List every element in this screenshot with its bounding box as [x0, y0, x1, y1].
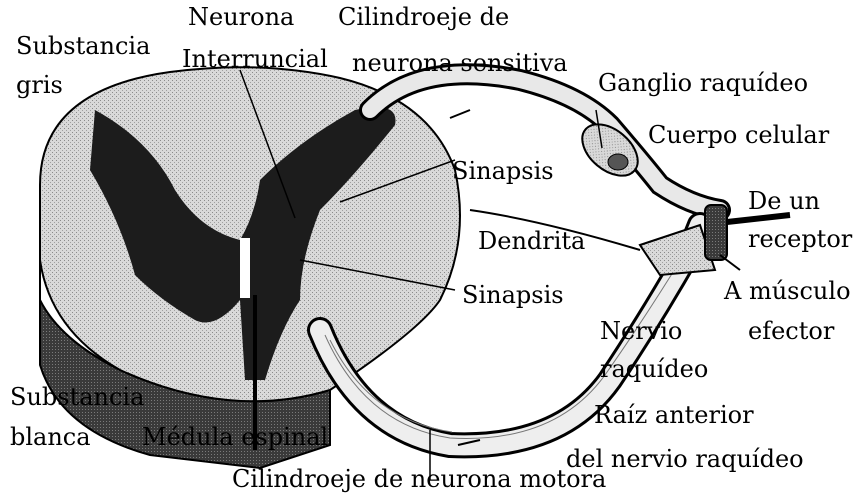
label-a-musculo: A músculo: [724, 278, 851, 306]
label-raiz-anterior-1: Raíz anterior: [594, 402, 754, 430]
label-substancia-gris-2: gris: [16, 72, 63, 100]
label-substancia-gris-1: Substancia: [16, 33, 150, 61]
label-cilindroeje-sensitiva-1: Cilindroeje de: [338, 4, 509, 32]
label-efector: efector: [748, 318, 834, 346]
label-de-un: De un: [748, 188, 820, 216]
label-interruncial: Interruncial: [182, 46, 328, 74]
cell-body: [608, 154, 628, 170]
label-neurona: Neurona: [188, 4, 294, 32]
label-sinapsis-top: Sinapsis: [452, 158, 554, 186]
label-receptor: receptor: [748, 226, 852, 254]
receptor-end: [705, 205, 727, 260]
central-canal: [240, 238, 250, 298]
label-ganglio: Ganglio raquídeo: [598, 70, 808, 98]
label-substancia-blanca-1: Substancia: [10, 384, 144, 412]
label-substancia-blanca-2: blanca: [10, 424, 91, 452]
label-dendrita: Dendrita: [478, 228, 585, 256]
label-raquideo: raquídeo: [600, 356, 708, 384]
label-cuerpo-celular: Cuerpo celular: [648, 122, 829, 150]
label-sinapsis-mid: Sinapsis: [462, 282, 564, 310]
label-cilindroeje-motora: Cilindroeje de neurona motora: [232, 466, 606, 494]
label-cilindroeje-sensitiva-2: neurona sensitiva: [352, 50, 568, 78]
label-nervio: Nervio: [600, 318, 682, 346]
label-medula: Médula espinal: [142, 424, 328, 452]
